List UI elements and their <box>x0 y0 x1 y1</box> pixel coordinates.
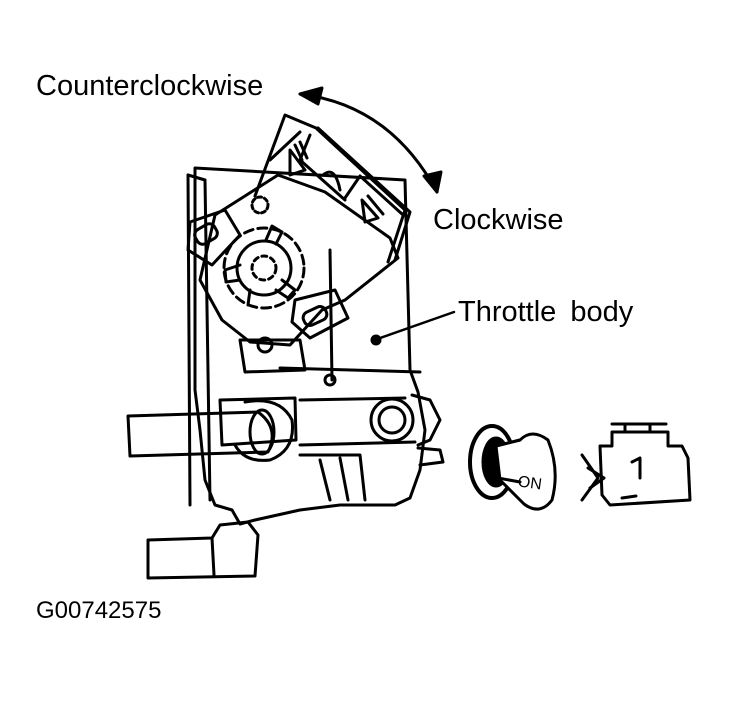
bottom-bracket <box>146 520 260 580</box>
figure-code: G00742575 <box>36 597 162 624</box>
inlet-pipe <box>126 399 295 462</box>
clockwise-label: Clockwise <box>433 204 564 236</box>
counterclockwise-label: Counterclockwise <box>36 70 264 102</box>
engine-icon <box>580 422 692 507</box>
throttle-position-sensor <box>186 113 412 347</box>
throttle-body-leader <box>370 310 456 346</box>
throttle-body-label: Throttle body <box>458 296 634 328</box>
throttle-body-housing <box>186 166 445 526</box>
ignition-key-icon: ON <box>468 424 557 511</box>
key-on-text: ON <box>517 473 543 493</box>
right-boss <box>369 397 415 443</box>
rotation-arrow <box>298 86 443 194</box>
